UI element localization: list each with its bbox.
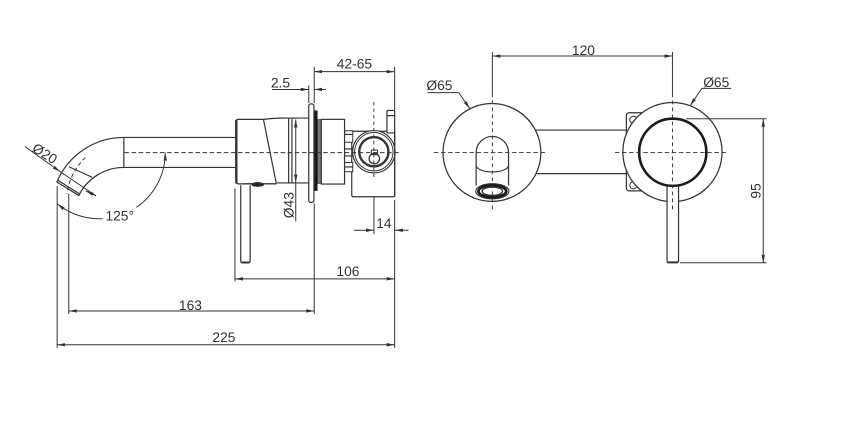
svg-text:225: 225 [212,330,235,345]
svg-text:120: 120 [572,43,595,58]
svg-text:Ø20: Ø20 [30,141,60,168]
svg-text:Ø65: Ø65 [703,75,729,90]
svg-text:125°: 125° [105,209,134,224]
svg-text:95: 95 [748,183,763,199]
svg-text:2.5: 2.5 [271,75,291,90]
svg-text:Ø65: Ø65 [426,78,452,93]
svg-text:106: 106 [336,264,359,279]
svg-text:42-65: 42-65 [337,56,373,71]
svg-text:14: 14 [376,216,392,231]
svg-text:163: 163 [179,298,202,313]
svg-text:Ø43: Ø43 [282,192,297,218]
